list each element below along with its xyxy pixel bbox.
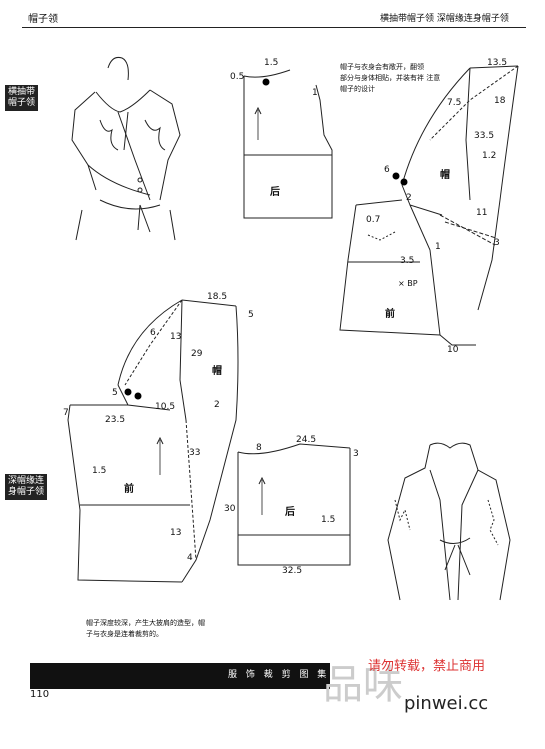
- top-back-pattern: [243, 69, 333, 219]
- tag-line: 深帽缘连: [8, 476, 45, 486]
- label-bp: × BP: [398, 279, 418, 288]
- header-rule: [22, 27, 526, 28]
- dim: 33.5: [474, 131, 495, 141]
- dim: 5: [248, 310, 254, 320]
- dim: 7.5: [447, 98, 462, 108]
- dim: 3.5: [400, 256, 415, 266]
- note-line: 部分与身体相贴，并装有袢 注意: [340, 74, 441, 82]
- dim: 5: [112, 388, 118, 398]
- label-back-top: 后: [270, 187, 280, 198]
- label-hood-top: 帽: [440, 170, 450, 181]
- bottom-hood-pattern: [67, 299, 239, 583]
- dim: 10.5: [155, 402, 176, 412]
- label-front-bottom: 前: [124, 484, 134, 495]
- label-back-bottom: 后: [285, 507, 295, 518]
- dim: 1.2: [482, 151, 497, 161]
- dim: 1: [312, 88, 318, 98]
- dim: 8: [256, 443, 262, 453]
- label-hood-bottom: 帽: [212, 366, 222, 377]
- dim: 0.5: [230, 72, 245, 82]
- footer-title: 服 饰 裁 剪 图 集: [228, 670, 330, 680]
- label-front-top: 前: [385, 309, 395, 320]
- dim: 1.5: [264, 58, 279, 68]
- top-hood-pattern: [339, 65, 519, 346]
- header-right-title: 横抽带帽子领 深帽缘连身帽子领: [380, 14, 509, 24]
- dim: 29: [191, 349, 203, 359]
- dim: 3: [353, 449, 359, 459]
- dim: 1: [435, 242, 441, 252]
- dim: 6: [384, 165, 390, 175]
- dim: 13.5: [487, 58, 508, 68]
- dim: 24.5: [296, 435, 317, 445]
- coat-illustration: [387, 442, 511, 601]
- bottom-back-pattern: [237, 443, 351, 566]
- dim: 13: [170, 528, 182, 538]
- dim: 18.5: [207, 292, 228, 302]
- note-line: 帽子与衣身会有敞开，翻领: [340, 63, 424, 71]
- dim: 0.7: [366, 215, 381, 225]
- tag-line: 帽子领: [8, 98, 36, 108]
- dim: 23.5: [105, 415, 126, 425]
- dim: 33: [189, 448, 201, 458]
- dim: 13: [170, 332, 182, 342]
- dim: 1.5: [321, 515, 336, 525]
- dim: 11: [476, 208, 488, 218]
- dim: 30: [224, 504, 236, 514]
- dim: 2: [214, 400, 220, 410]
- tag-line: 身帽子领: [8, 487, 45, 497]
- dim: 32.5: [282, 566, 303, 576]
- dim: 4: [187, 553, 193, 563]
- dim: 6: [150, 328, 156, 338]
- note-line: 子与衣身是连着裁剪的。: [86, 630, 163, 638]
- dim: 7: [63, 408, 69, 418]
- note-line: 帽子的设计: [340, 85, 375, 93]
- tag-line: 横抽带: [8, 87, 36, 97]
- top-note: 帽子与衣身会有敞开，翻领 部分与身体相贴，并装有袢 注意 帽子的设计: [340, 62, 440, 95]
- watermark-notice: 请勿转载，禁止商用: [368, 659, 486, 674]
- dim: 10: [447, 345, 459, 355]
- dim: 2: [406, 193, 412, 203]
- note-line: 帽子深度较深，产生大披肩的造型，帽: [86, 619, 205, 627]
- blouse-illustration: [71, 57, 181, 241]
- bottom-note: 帽子深度较深，产生大披肩的造型，帽 子与衣身是连着裁剪的。: [86, 618, 205, 640]
- page-number: 110: [30, 689, 50, 700]
- dim: 1.5: [92, 466, 107, 476]
- watermark-site: pinwei.cc: [404, 693, 489, 714]
- header-left-title: 帽子领: [28, 14, 58, 25]
- dim: 3: [494, 238, 500, 248]
- footer-band: [30, 663, 330, 689]
- section-tag-top: 横抽带 帽子领: [5, 85, 39, 111]
- watermark-logo: 品味: [323, 662, 403, 708]
- section-tag-bottom: 深帽缘连 身帽子领: [5, 474, 48, 500]
- dim: 18: [494, 96, 506, 106]
